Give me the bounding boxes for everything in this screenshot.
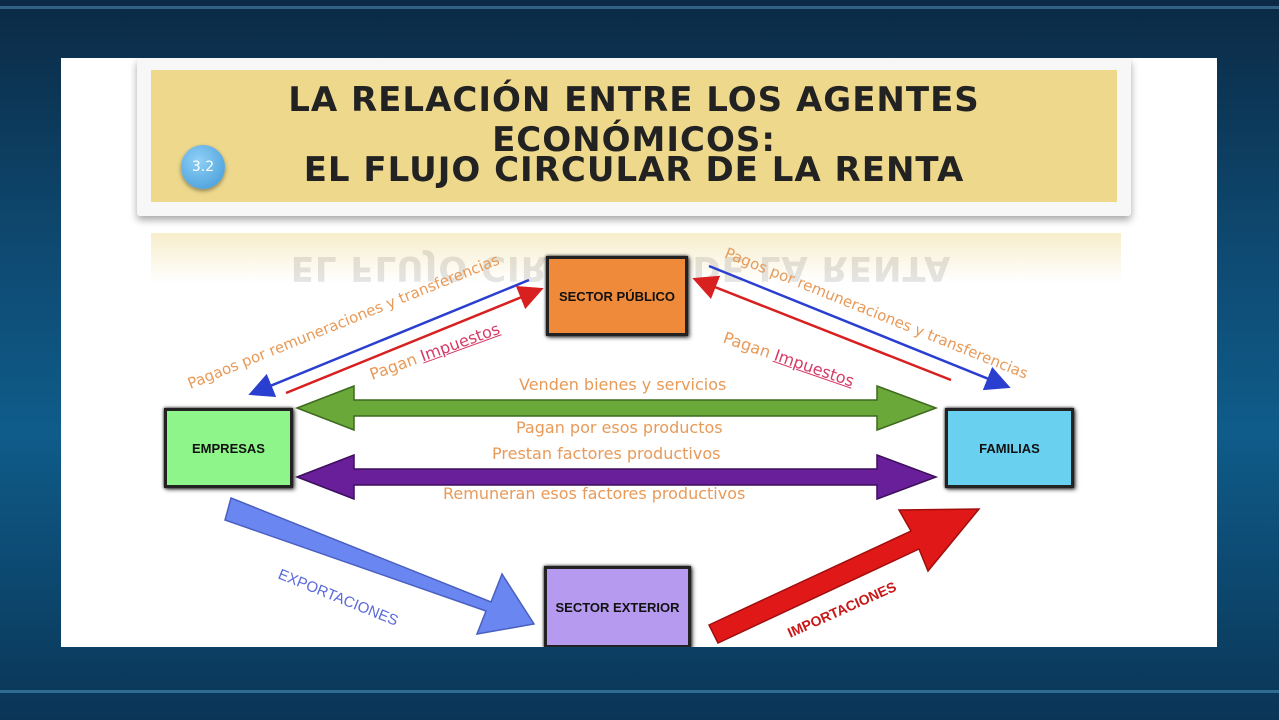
label-remuneran: Remuneran esos factores productivos [443,484,746,503]
label-pagan-productos: Pagan por esos productos [516,418,723,437]
slide: LA RELACIÓN ENTRE LOS AGENTES ECONÓMICOS… [61,58,1217,647]
label-venden: Venden bienes y servicios [519,375,727,394]
arrow-pagos-to-familias [708,264,1011,391]
flow-arrows [224,264,1011,644]
title-line-1: LA RELACIÓN ENTRE LOS AGENTES ECONÓMICOS… [288,80,980,160]
arrow-importaciones [707,508,981,644]
arrow-impuestos-from-familias [692,275,952,382]
arrow-bienes-servicios [294,384,939,432]
node-familias: FAMILIAS [945,408,1074,488]
arrow-impuestos-from-empresas [285,285,544,395]
node-sector-publico: SECTOR PÚBLICO [546,256,688,336]
arrow-pagos-to-empresas [248,278,530,397]
arrow-exportaciones [224,496,536,635]
arrow-factores-productivos [294,453,939,501]
title-line-2: EL FLUJO CIRCULAR DE LA RENTA [303,150,965,190]
section-badge: 3.2 [181,145,225,189]
title-banner: LA RELACIÓN ENTRE LOS AGENTES ECONÓMICOS… [151,70,1117,202]
node-empresas: EMPRESAS [164,408,293,488]
title-box: LA RELACIÓN ENTRE LOS AGENTES ECONÓMICOS… [137,58,1131,216]
background-streak [0,6,1279,9]
label-prestan: Prestan factores productivos [492,444,721,463]
node-sector-exterior: SECTOR EXTERIOR [544,566,691,647]
background-streak [0,690,1279,693]
